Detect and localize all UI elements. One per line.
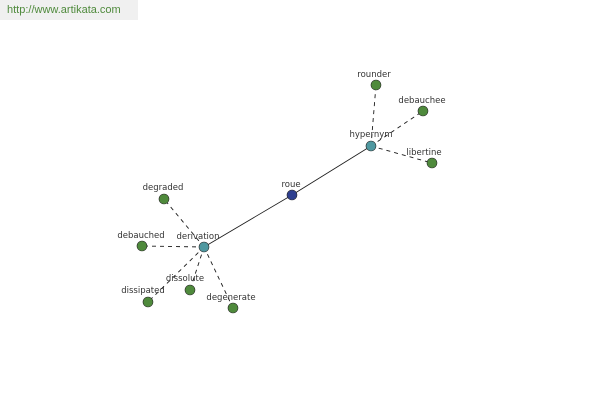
node-derivation[interactable]: derivation — [176, 232, 220, 253]
nodes-layer: roue hypernym derivation rounder debauchee li… — [117, 70, 446, 314]
node-dissipated-label: dissipated — [121, 286, 165, 296]
node-derivation-dot[interactable] — [198, 241, 210, 253]
source-link[interactable]: http://www.artikata.com — [0, 0, 138, 20]
node-libertine-dot[interactable] — [426, 157, 438, 169]
node-dissolute-label: dissolute — [166, 274, 204, 284]
node-derivation-label: derivation — [176, 232, 219, 242]
node-degraded[interactable]: degraded — [143, 183, 184, 205]
node-degenerate[interactable]: degenerate — [206, 293, 256, 314]
edge-roue-hypernym — [291, 145, 372, 196]
node-roue[interactable]: roue — [281, 180, 301, 201]
node-degraded-label: degraded — [143, 183, 184, 193]
node-rounder-label: rounder — [357, 70, 391, 80]
node-debauched-label: debauched — [117, 231, 164, 241]
node-debauchee-label: debauchee — [398, 96, 445, 106]
edge-hypernym-libertine — [370, 145, 433, 164]
edge-roue-derivation — [203, 194, 293, 248]
edge-derivation-degraded — [163, 198, 205, 248]
node-libertine[interactable]: libertine — [406, 148, 442, 169]
node-rounder-dot[interactable] — [370, 79, 382, 91]
edges-layer — [141, 84, 433, 309]
node-hypernym-dot[interactable] — [365, 140, 377, 152]
node-roue-label: roue — [281, 180, 300, 190]
edge-hypernym-rounder — [370, 84, 377, 147]
node-degenerate-label: degenerate — [206, 293, 255, 303]
node-debauched-dot[interactable] — [136, 240, 148, 252]
edge-derivation-degenerate — [203, 246, 234, 309]
node-debauchee-dot[interactable] — [417, 105, 429, 117]
edge-derivation-debauched — [141, 245, 205, 248]
node-degenerate-dot[interactable] — [227, 302, 239, 314]
node-hypernym-label: hypernym — [349, 130, 392, 140]
node-degraded-dot[interactable] — [158, 193, 170, 205]
node-libertine-label: libertine — [406, 148, 441, 158]
node-debauched[interactable]: debauched — [117, 231, 165, 252]
node-debauchee[interactable]: debauchee — [398, 96, 446, 117]
edge-hypernym-debauchee — [370, 110, 424, 147]
node-dissipated[interactable]: dissipated — [121, 286, 165, 308]
node-dissolute[interactable]: dissolute — [166, 274, 204, 296]
node-dissolute-dot[interactable] — [184, 284, 196, 296]
node-roue-dot[interactable] — [286, 189, 298, 201]
node-hypernym[interactable]: hypernym — [349, 130, 393, 152]
node-dissipated-dot[interactable] — [142, 296, 154, 308]
node-rounder[interactable]: rounder — [357, 70, 391, 91]
edge-derivation-dissipated — [147, 246, 205, 303]
